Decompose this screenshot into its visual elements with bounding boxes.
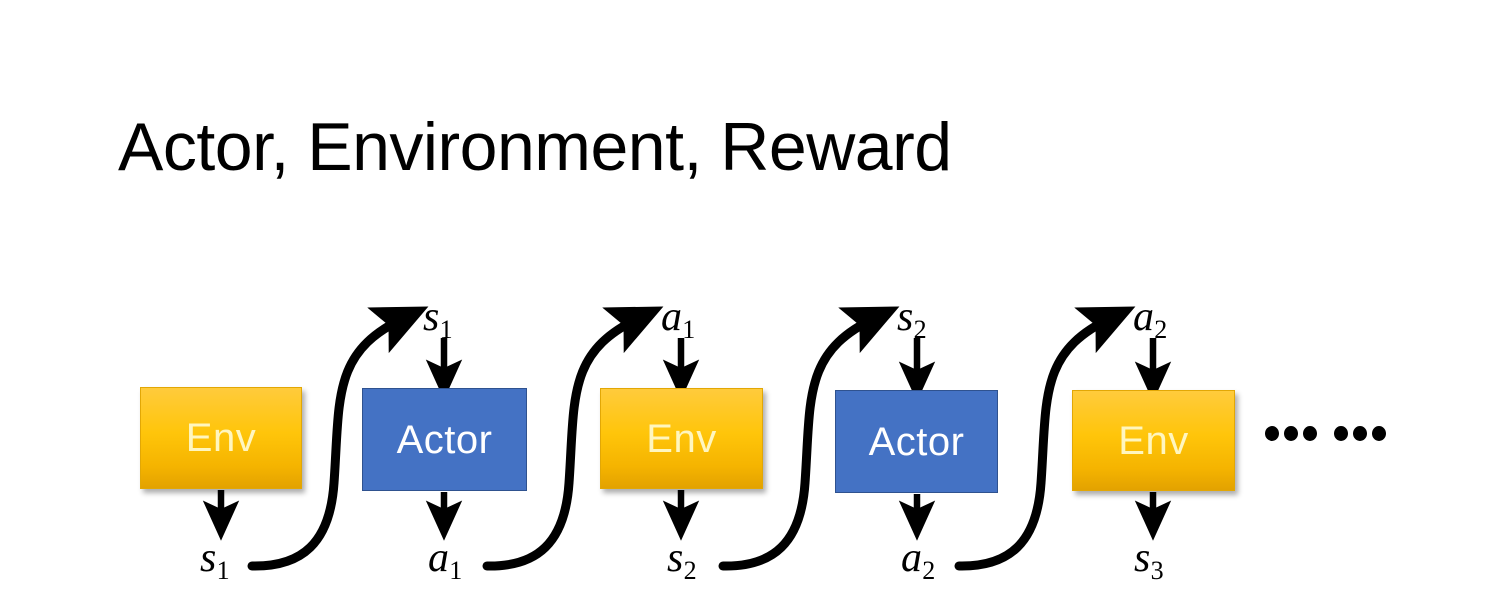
label-top-s2: s2 [897, 294, 927, 342]
ellipsis-dot [1265, 426, 1279, 441]
node-label: Actor [396, 417, 493, 462]
page-title: Actor, Environment, Reward [118, 109, 952, 185]
symbol-base: s [667, 535, 684, 581]
symbol-base: s [897, 294, 914, 340]
symbol-subscript: 2 [922, 555, 936, 585]
ellipsis-dot [1284, 426, 1298, 441]
symbol-subscript: 1 [682, 314, 696, 344]
node-env-2[interactable]: Env [600, 388, 763, 489]
node-env-3[interactable]: Env [1072, 390, 1235, 491]
label-top-s1: s1 [423, 294, 453, 342]
symbol-subscript: 1 [449, 555, 463, 585]
label-bottom-s1: s1 [200, 535, 230, 583]
label-top-a1: a1 [661, 294, 695, 342]
label-bottom-a1: a1 [428, 535, 462, 583]
label-top-a2: a2 [1133, 294, 1167, 342]
ellipsis-dot [1372, 426, 1386, 441]
symbol-base: a [661, 294, 682, 340]
ellipsis-dot [1353, 426, 1367, 441]
ellipsis-dot [1334, 426, 1348, 441]
label-bottom-s2: s2 [667, 535, 697, 583]
symbol-subscript: 3 [1150, 555, 1164, 585]
continuation-ellipsis [1265, 426, 1386, 441]
symbol-subscript: 1 [216, 555, 230, 585]
node-label: Env [1118, 418, 1189, 463]
symbol-subscript: 2 [913, 314, 927, 344]
symbol-base: a [1133, 294, 1154, 340]
node-label: Actor [868, 419, 965, 464]
label-bottom-s3: s3 [1134, 535, 1164, 583]
node-actor-1[interactable]: Actor [362, 388, 527, 491]
ellipsis-dot [1303, 426, 1317, 441]
node-actor-2[interactable]: Actor [835, 390, 998, 493]
node-label: Env [646, 416, 717, 461]
node-env-1[interactable]: Env [140, 387, 302, 489]
symbol-base: a [901, 535, 922, 581]
node-label: Env [185, 416, 257, 460]
ellipsis-gap [1322, 433, 1329, 434]
symbol-subscript: 2 [683, 555, 697, 585]
label-bottom-a2: a2 [901, 535, 935, 583]
symbol-base: a [428, 535, 449, 581]
symbol-subscript: 2 [1154, 314, 1168, 344]
symbol-subscript: 1 [439, 314, 453, 344]
symbol-base: s [1134, 535, 1151, 581]
symbol-base: s [423, 294, 440, 340]
symbol-base: s [200, 535, 217, 581]
